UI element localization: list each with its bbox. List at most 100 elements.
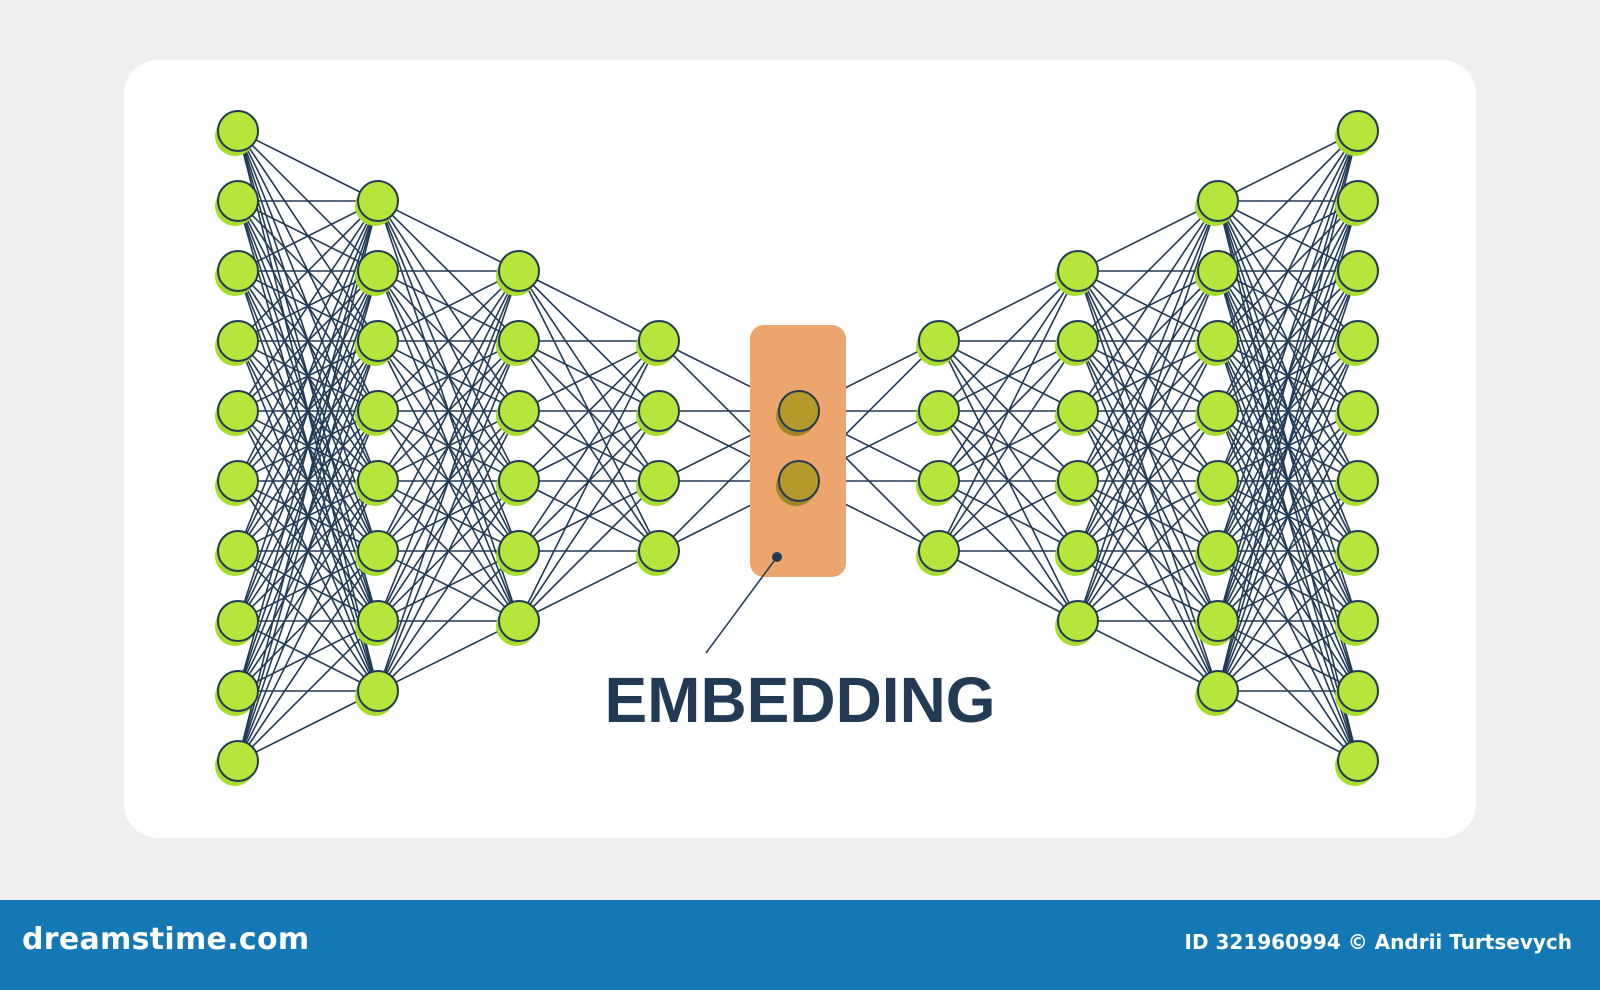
- embedding-box: [750, 325, 846, 577]
- neuron-circle-icon-l2-n5: [496, 600, 540, 646]
- edge-l6-n4-to-n0: [1077, 200, 1219, 552]
- embedding-callout-line: [705, 556, 778, 654]
- neuron-circle-icon-l6-n2: [1055, 390, 1099, 436]
- edge-l2-n2-to-n0: [518, 340, 660, 412]
- edge-l1-n7-to-n3: [377, 480, 520, 692]
- neuron-circle-icon-l4-n1: [776, 460, 820, 506]
- edge-l6-n5-to-n5: [1077, 550, 1219, 622]
- node-layer: [215, 110, 1379, 786]
- neuron-circle-icon-l7-n2: [1195, 320, 1239, 366]
- edge-l7-n7-to-n9: [1217, 690, 1359, 762]
- neuron-circle-icon-l6-n1: [1055, 320, 1099, 366]
- edge-l0-n9-to-n7: [237, 690, 379, 762]
- neuron-circle-icon-l1-n2: [355, 320, 399, 366]
- edge-l0-n0-to-n0: [237, 130, 379, 202]
- edge-l5-n3-to-n2: [938, 410, 1079, 552]
- edge-l7-n7-to-n0: [1217, 130, 1359, 692]
- neuron-circle-icon-l5-n1: [916, 390, 960, 436]
- neuron-circle-icon-l0-n8: [215, 670, 259, 716]
- edge-l1-n4-to-n0: [377, 270, 520, 482]
- embedding-label: EMBEDDING: [604, 664, 995, 736]
- neuron-circle-icon-l6-n0: [1055, 250, 1099, 296]
- neuron-circle-icon-l1-n5: [355, 530, 399, 576]
- edge-l0-n9-to-n2: [237, 340, 379, 762]
- edge-l7-n7-to-n6: [1217, 550, 1359, 692]
- edge-l5-n3-to-n1: [938, 340, 1079, 552]
- edge-l1-n7-to-n4: [377, 550, 520, 692]
- edge-l2-n5-to-n2: [518, 480, 660, 622]
- neuron-circle-icon-l6-n5: [1055, 600, 1099, 646]
- edge-l7-n7-to-n7: [1217, 620, 1359, 692]
- neuron-circle-icon-l3-n0: [636, 320, 680, 366]
- neuron-circle-icon-l1-n0: [355, 180, 399, 226]
- edge-l6-n5-to-n0: [1077, 200, 1219, 622]
- neuron-circle-icon-l0-n1: [215, 180, 259, 226]
- neuron-circle-icon-l0-n9: [215, 740, 259, 786]
- footer-bar: dreamstime.com ID 321960994 © Andrii Tur…: [0, 900, 1600, 990]
- edge-l7-n7-to-n5: [1217, 480, 1359, 692]
- image-canvas: EMBEDDING: [124, 60, 1476, 838]
- edge-l0-n7-to-n0: [237, 200, 379, 622]
- neuron-circle-icon-l4-n0: [776, 390, 820, 436]
- edge-l6-n2-to-n0: [1077, 200, 1219, 412]
- footer-brand[interactable]: dreamstime.com: [22, 922, 310, 957]
- edge-l1-n5-to-n0: [377, 270, 520, 552]
- edge-l7-n2-to-n0: [1217, 130, 1359, 342]
- edge-l1-n7-to-n1: [377, 340, 520, 692]
- neuron-circle-icon-l7-n3: [1195, 390, 1239, 436]
- edge-l6-n0-to-n0: [1077, 200, 1219, 272]
- edge-l5-n0-to-n0: [938, 270, 1079, 342]
- edge-l1-n3-to-n0: [377, 270, 520, 412]
- edge-l5-n1-to-n0: [938, 270, 1079, 412]
- edge-l2-n3-to-n0: [518, 340, 660, 482]
- neuron-circle-icon-l7-n6: [1195, 600, 1239, 646]
- neuron-circle-icon-l5-n0: [916, 320, 960, 366]
- edge-l6-n5-to-n1: [1077, 270, 1219, 622]
- edge-l2-n0-to-n0: [518, 270, 660, 342]
- neuron-circle-icon-l5-n2: [916, 460, 960, 506]
- neuron-circle-icon-l2-n1: [496, 320, 540, 366]
- neuron-circle-icon-l0-n3: [215, 320, 259, 366]
- neuron-circle-icon-l1-n1: [355, 250, 399, 296]
- edge-l5-n3-to-n3: [938, 480, 1079, 552]
- neuron-circle-icon-l0-n4: [215, 390, 259, 436]
- neuron-circle-icon-l8-n0: [1335, 110, 1379, 156]
- embedding-callout-dot-icon: [772, 552, 782, 562]
- edge-l2-n5-to-n3: [518, 550, 660, 622]
- edge-l7-n1-to-n0: [1217, 130, 1359, 272]
- edge-l5-n3-to-n5: [938, 550, 1079, 622]
- edge-l0-n5-to-n0: [237, 200, 379, 482]
- edge-l6-n5-to-n4: [1077, 480, 1219, 622]
- neuron-circle-icon-l7-n5: [1195, 530, 1239, 576]
- neuron-circle-icon-l1-n7: [355, 670, 399, 716]
- edge-l6-n1-to-n0: [1077, 200, 1219, 342]
- neuron-circle-icon-l8-n7: [1335, 600, 1379, 646]
- edge-l7-n4-to-n0: [1217, 130, 1359, 482]
- neuron-circle-icon-l1-n6: [355, 600, 399, 646]
- edge-l2-n4-to-n0: [518, 340, 660, 552]
- neuron-circle-icon-l8-n4: [1335, 390, 1379, 436]
- edge-l7-n0-to-n0: [1217, 130, 1359, 202]
- edge-l6-n5-to-n2: [1077, 340, 1219, 622]
- edge-l1-n7-to-n5: [377, 620, 520, 692]
- footer-credit: ID 321960994 © Andrii Turtsevych: [1184, 930, 1573, 954]
- edge-l1-n0-to-n0: [377, 200, 520, 272]
- edge-l0-n9-to-n3: [237, 410, 379, 762]
- edge-l5-n2-to-n0: [938, 270, 1079, 482]
- edge-l0-n9-to-n6: [237, 620, 379, 762]
- autoencoder-diagram: EMBEDDING: [215, 110, 1379, 786]
- edge-l7-n3-to-n0: [1217, 130, 1359, 412]
- neuron-circle-icon-l2-n4: [496, 530, 540, 576]
- neuron-circle-icon-l8-n6: [1335, 530, 1379, 576]
- edge-l0-n6-to-n0: [237, 200, 379, 552]
- edge-l0-n9-to-n4: [237, 480, 379, 762]
- neuron-circle-icon-l6-n3: [1055, 460, 1099, 506]
- neuron-circle-icon-l0-n7: [215, 600, 259, 646]
- edge-l7-n6-to-n0: [1217, 130, 1359, 622]
- neuron-circle-icon-l2-n3: [496, 460, 540, 506]
- edge-l7-n7-to-n4: [1217, 410, 1359, 692]
- edge-l1-n7-to-n2: [377, 410, 520, 692]
- edge-layer: [237, 130, 1359, 762]
- edge-l0-n9-to-n0: [237, 200, 379, 762]
- neuron-circle-icon-l7-n0: [1195, 180, 1239, 226]
